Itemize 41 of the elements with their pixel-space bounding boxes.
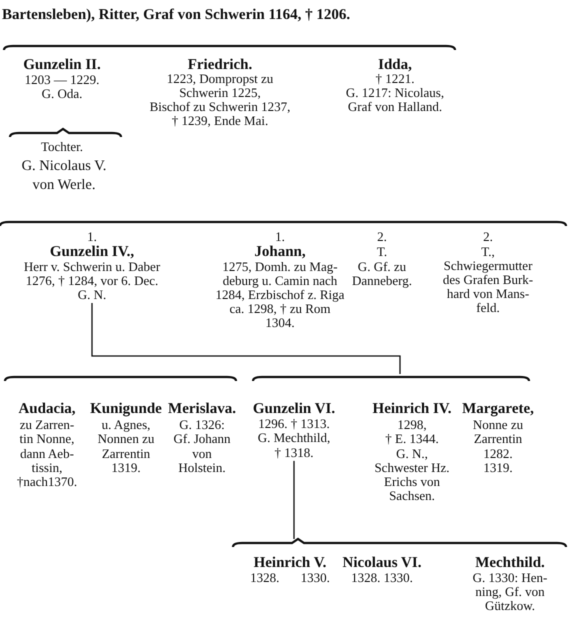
biographical-note: zu Zarren- tin Nonne, dann Aeb- tissin, †nach1370. — [16, 418, 78, 490]
person-name: T. — [376, 245, 388, 259]
biographical-note: 1328. 1330. — [250, 571, 330, 585]
biographical-note: G. 1330: Hen- ning, Gf. von Gützkow. — [472, 571, 548, 613]
person-name: T., — [481, 245, 495, 259]
biographical-note: G. 1326: Gf. Johann von Holstein. — [173, 418, 231, 476]
biographical-note: 1328. 1330. — [351, 571, 413, 585]
biographical-note: 1223, Dompropst zu Schwerin 1225, Bischof zu Schwerin 1237, † 1239, Ende Mai. — [150, 72, 290, 128]
biographical-note: 1298, † E. 1344. G. N., Schwester Hz. Erichs von Sachsen. — [374, 418, 450, 504]
person-name: Gunzelin II. — [23, 57, 101, 73]
person-name: Johann, — [254, 244, 306, 260]
ordinal-number: 1. — [87, 230, 97, 244]
biographical-note: † 1221. G. 1217: Nicolaus, Graf von Halland. — [346, 72, 444, 114]
person-name: Gunzelin IV., — [50, 244, 134, 260]
person-name: Margarete, — [462, 401, 534, 417]
person-name: Idda, — [378, 57, 412, 73]
person-name: Gunzelin VI. — [252, 401, 336, 417]
ordinal-number: 1. — [275, 230, 285, 244]
descent-line — [293, 460, 295, 539]
person-name: Mechthild. — [475, 555, 545, 571]
biographical-note: 1203 — 1229. G. Oda. — [24, 73, 100, 101]
heading-text: Bartensleben), Ritter, Graf von Schwerin 1164, † 1206. — [2, 6, 350, 24]
person-name: Heinrich V. — [254, 555, 326, 571]
biographical-note: Herr v. Schwerin u. Daber 1276, † 1284, vor 6. Dec. G. N. — [24, 260, 160, 302]
biographical-note: 1296. † 1313. G. Mechthild, † 1318. — [258, 417, 330, 460]
person-name: Nicolaus VI. — [342, 555, 422, 571]
person-name: Tochter. — [40, 140, 84, 154]
biographical-note: Schwiegermutter des Grafen Burk- hard von Mans- feld. — [442, 259, 534, 315]
biographical-note: G. Gf. zu Danneberg. — [352, 260, 412, 288]
descent-line — [91, 303, 401, 374]
ordinal-number: 2. — [377, 230, 387, 244]
person-name: Heinrich IV. — [372, 401, 452, 417]
person-name: Friedrich. — [188, 57, 252, 73]
biographical-note: u. Agnes, Nonnen zu Zarrentin 1319. — [98, 418, 154, 476]
person-name: Kunigunde — [90, 401, 162, 417]
person-name: Merislava. — [168, 401, 236, 417]
biographical-note: G. Nicolaus V. von Werle. — [22, 157, 106, 195]
biographical-note: Nonne zu Zarrentin 1282. 1319. — [472, 418, 524, 476]
biographical-note: 1275, Domh. zu Mag- deburg u. Camin nach 1284, Erzbischof z. Riga ca. 1298, † zu Rom 1304. — [216, 260, 344, 330]
ordinal-number: 2. — [483, 230, 493, 244]
person-name: Audacia, — [18, 401, 76, 417]
